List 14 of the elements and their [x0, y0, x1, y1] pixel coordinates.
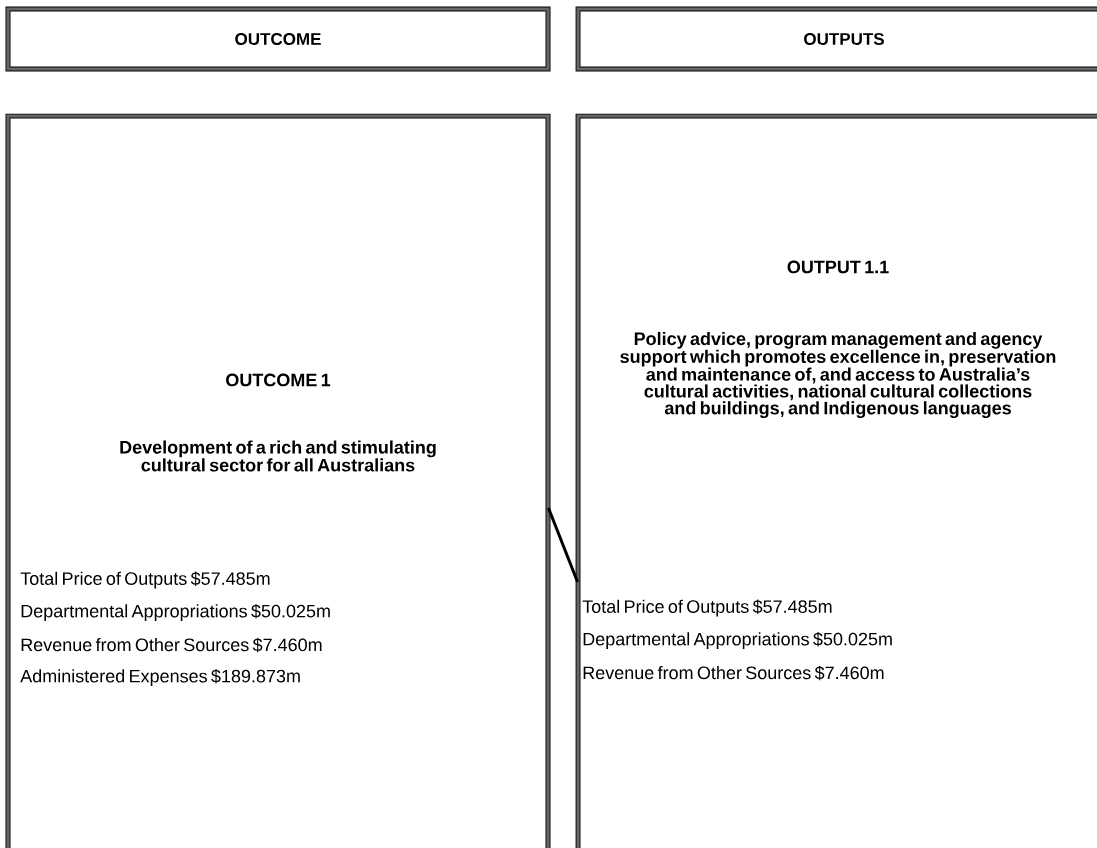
description: Development of a rich and stimulating cultural sector for all Australians — [120, 440, 436, 472]
amount-line: Administered Expenses $189.873m — [20, 668, 300, 686]
description: Policy advice, program management and agency support which promotes excellence in, preservation and maintenance of, and access to Australia’s cultural activities, national cultural collections and buildings, and Indigenous languages — [620, 331, 1056, 419]
amount-line: Total Price of Outputs $57.485m — [582, 599, 832, 617]
amount-line: Revenue from Other Sources $7.460m — [21, 637, 322, 653]
header-box: OUTPUTS — [575, 6, 1097, 72]
connector-line — [547, 507, 579, 583]
amount-line: Departmental Appropriations $50.025m — [583, 631, 892, 649]
heading: OUTPUT 1.1 — [787, 260, 889, 274]
amount-line: Total Price of Outputs $57.485m — [20, 571, 270, 589]
amount-line: Revenue from Other Sources $7.460m — [583, 665, 884, 681]
header-box: OUTCOME — [5, 6, 551, 72]
heading: OUTCOME 1 — [226, 373, 331, 387]
amount-line: Departmental Appropriations $50.025m — [21, 603, 330, 621]
